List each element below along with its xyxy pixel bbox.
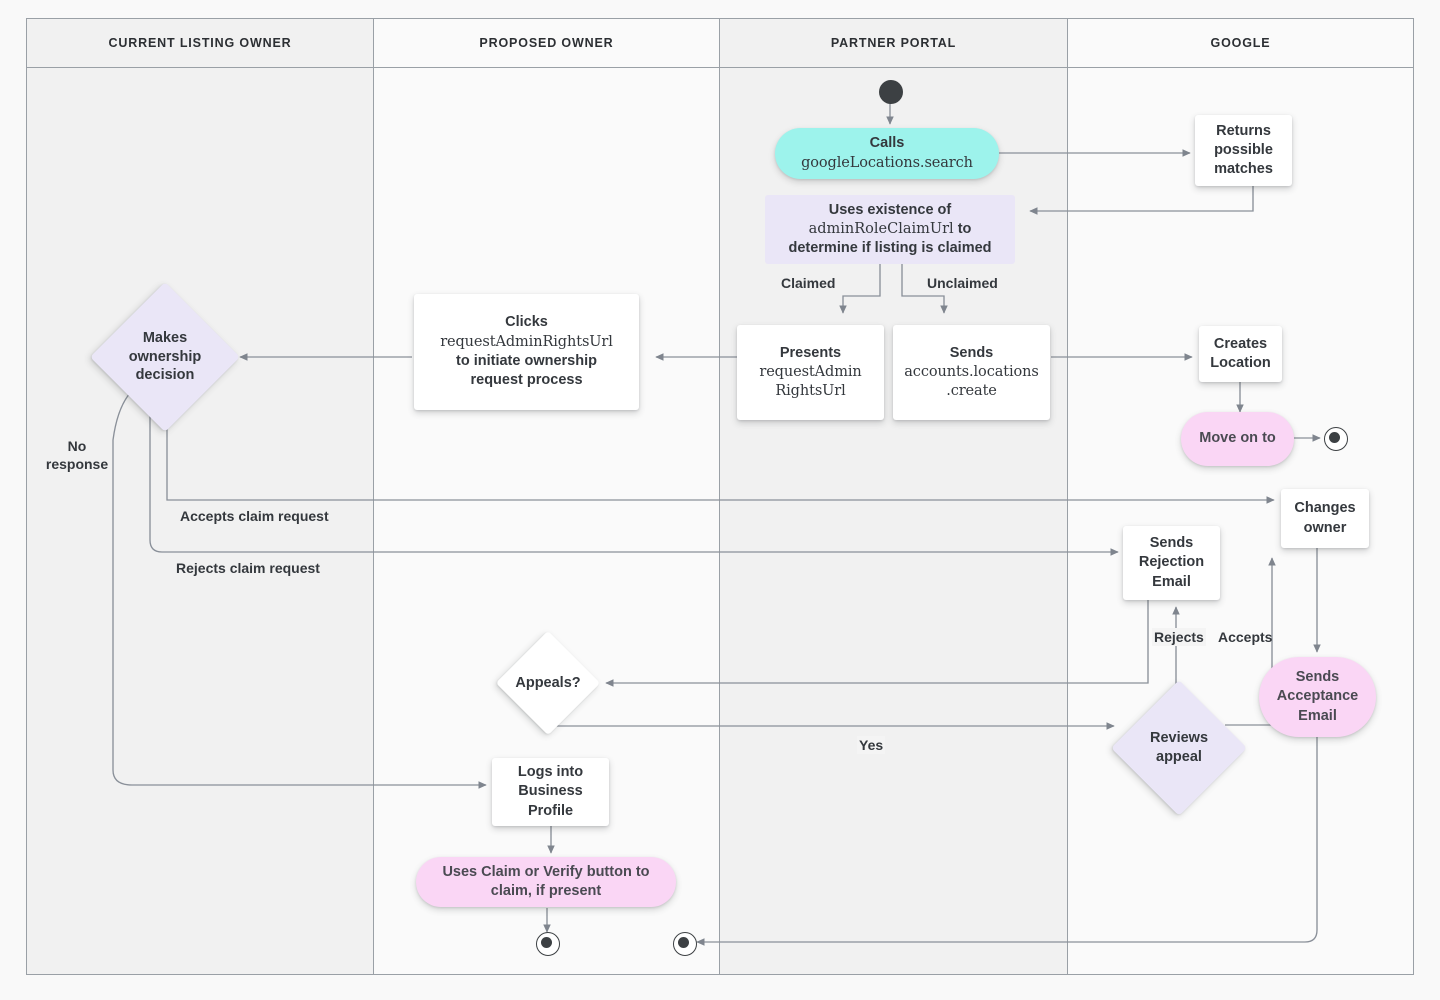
- node-line-3: .create: [946, 383, 997, 400]
- edge-label-rejects-claim-request: Rejects claim request: [176, 560, 320, 576]
- edge-label-accepts: Accepts: [1218, 629, 1273, 645]
- node-line-1: Logs into: [517, 764, 584, 781]
- node-clicks-request-admin-rights-url[interactable]: Clicks requestAdminRightsUrl to initiate…: [414, 294, 639, 410]
- node-line-1: Sends: [1149, 535, 1194, 552]
- edge-label-no-response-line-2: response: [45, 456, 109, 473]
- node-line-3: determine if listing is claimed: [788, 240, 992, 257]
- node-line-2: requestAdminRightsUrl: [440, 333, 613, 350]
- node-line-2: owner: [1303, 519, 1347, 536]
- node-line-2: Location: [1210, 355, 1271, 371]
- node-line-1: Returns: [1216, 122, 1271, 139]
- node-uses-claim-or-verify-button[interactable]: Uses Claim or Verify button to claim, if…: [416, 857, 676, 907]
- edge-label-accepts-claim-request: Accepts claim request: [180, 508, 329, 524]
- node-line-3: to initiate ownership: [456, 353, 597, 369]
- node-line-1: Clicks: [505, 314, 548, 331]
- node-line-1: Sends: [1295, 669, 1340, 686]
- lane-body-proposed-owner: [374, 68, 720, 974]
- node-changes-owner[interactable]: Changes owner: [1281, 489, 1369, 548]
- node-line-3: Email: [1298, 707, 1337, 724]
- node-line-2: Rejection: [1138, 554, 1205, 571]
- node-line-2-tail: to: [953, 220, 972, 237]
- lane-header-proposed-owner: PROPOSED OWNER: [374, 19, 720, 68]
- node-uses-existence-admin-role-claim-url[interactable]: Uses existence of adminRoleClaimUrl to d…: [765, 195, 1015, 264]
- edge-label-claimed: Claimed: [781, 275, 836, 291]
- diamond-label: Appeals?: [505, 645, 591, 721]
- edge-label-rejects: Rejects: [1152, 628, 1206, 647]
- lane-header-label: CURRENT LISTING OWNER: [108, 36, 292, 50]
- node-line-3: Email: [1152, 573, 1191, 590]
- node-line-2: ownership: [128, 348, 202, 365]
- node-line-2: Acceptance: [1276, 688, 1359, 705]
- node-calls-google-locations-search[interactable]: Calls googleLocations.search: [775, 128, 999, 179]
- edge-label-no-response: No response: [42, 437, 112, 474]
- node-creates-location[interactable]: Creates Location: [1199, 326, 1282, 382]
- node-line-3: decision: [135, 367, 195, 384]
- diamond-label: Reviews appeal: [1131, 700, 1227, 796]
- node-line-2: possible: [1214, 141, 1273, 158]
- lane-header-current-listing-owner: CURRENT LISTING OWNER: [27, 19, 374, 68]
- edge-label-unclaimed: Unclaimed: [927, 275, 998, 291]
- node-line-2: googleLocations.search: [801, 154, 973, 171]
- lane-header-label: GOOGLE: [1210, 36, 1271, 50]
- node-sends-accounts-locations-create[interactable]: Sends accounts.locations .create: [893, 325, 1050, 420]
- node-line-1: Presents: [779, 344, 842, 361]
- node-line-1: Creates: [1213, 335, 1268, 352]
- node-line-1: Uses Claim or Verify button to: [442, 863, 650, 880]
- lane-header-label: PARTNER PORTAL: [830, 36, 957, 50]
- node-code-admin-role-claim-url: adminRoleClaimUrl: [808, 220, 954, 237]
- node-line-1: Calls: [869, 135, 905, 152]
- node-appeals-question[interactable]: Appeals?: [495, 630, 601, 736]
- diamond-label: Makes ownership decision: [112, 304, 218, 410]
- node-line-4: request process: [470, 372, 583, 389]
- end-node-partner-portal: [673, 932, 697, 956]
- node-line-3: Profile: [527, 802, 574, 819]
- end-node-proposed-owner: [536, 932, 560, 956]
- start-node-partner-portal: [879, 80, 903, 104]
- node-logs-into-business-profile[interactable]: Logs into Business Profile: [492, 758, 609, 826]
- node-line-2: requestAdmin: [759, 363, 862, 380]
- node-line-1: Appeals?: [515, 674, 581, 691]
- node-makes-ownership-decision[interactable]: Makes ownership decision: [90, 282, 240, 432]
- node-line-3: matches: [1214, 161, 1273, 178]
- node-label: Move on to: [1199, 430, 1276, 447]
- node-sends-acceptance-email[interactable]: Sends Acceptance Email: [1259, 657, 1376, 737]
- node-line-2: claim, if present: [490, 883, 602, 899]
- node-reviews-appeal[interactable]: Reviews appeal: [1111, 680, 1247, 816]
- lane-header-label: PROPOSED OWNER: [479, 36, 614, 50]
- node-presents-request-admin-rights-url[interactable]: Presents requestAdmin RightsUrl: [737, 325, 884, 420]
- node-returns-possible-matches[interactable]: Returns possible matches: [1195, 115, 1292, 186]
- edge-label-yes: Yes: [857, 736, 886, 755]
- node-line-1: Uses existence of: [828, 201, 952, 218]
- node-line-1: Makes: [142, 329, 188, 346]
- node-line-2: Business: [518, 783, 583, 800]
- node-line-2: appeal: [1156, 749, 1202, 765]
- node-line-1: Sends: [949, 344, 994, 361]
- lane-header-google: GOOGLE: [1068, 19, 1413, 68]
- node-line-2: adminRoleClaimUrl to: [809, 220, 972, 239]
- node-line-1: Reviews: [1149, 730, 1209, 747]
- node-line-2: accounts.locations: [904, 363, 1039, 380]
- node-sends-rejection-email[interactable]: Sends Rejection Email: [1123, 526, 1220, 600]
- node-move-on-to[interactable]: Move on to: [1181, 412, 1294, 466]
- end-node-google: [1324, 427, 1348, 451]
- lane-header-partner-portal: PARTNER PORTAL: [720, 19, 1068, 68]
- node-line-3: RightsUrl: [775, 383, 846, 400]
- edge-label-no-response-line-1: No: [67, 438, 87, 454]
- node-line-1: Changes: [1294, 500, 1356, 517]
